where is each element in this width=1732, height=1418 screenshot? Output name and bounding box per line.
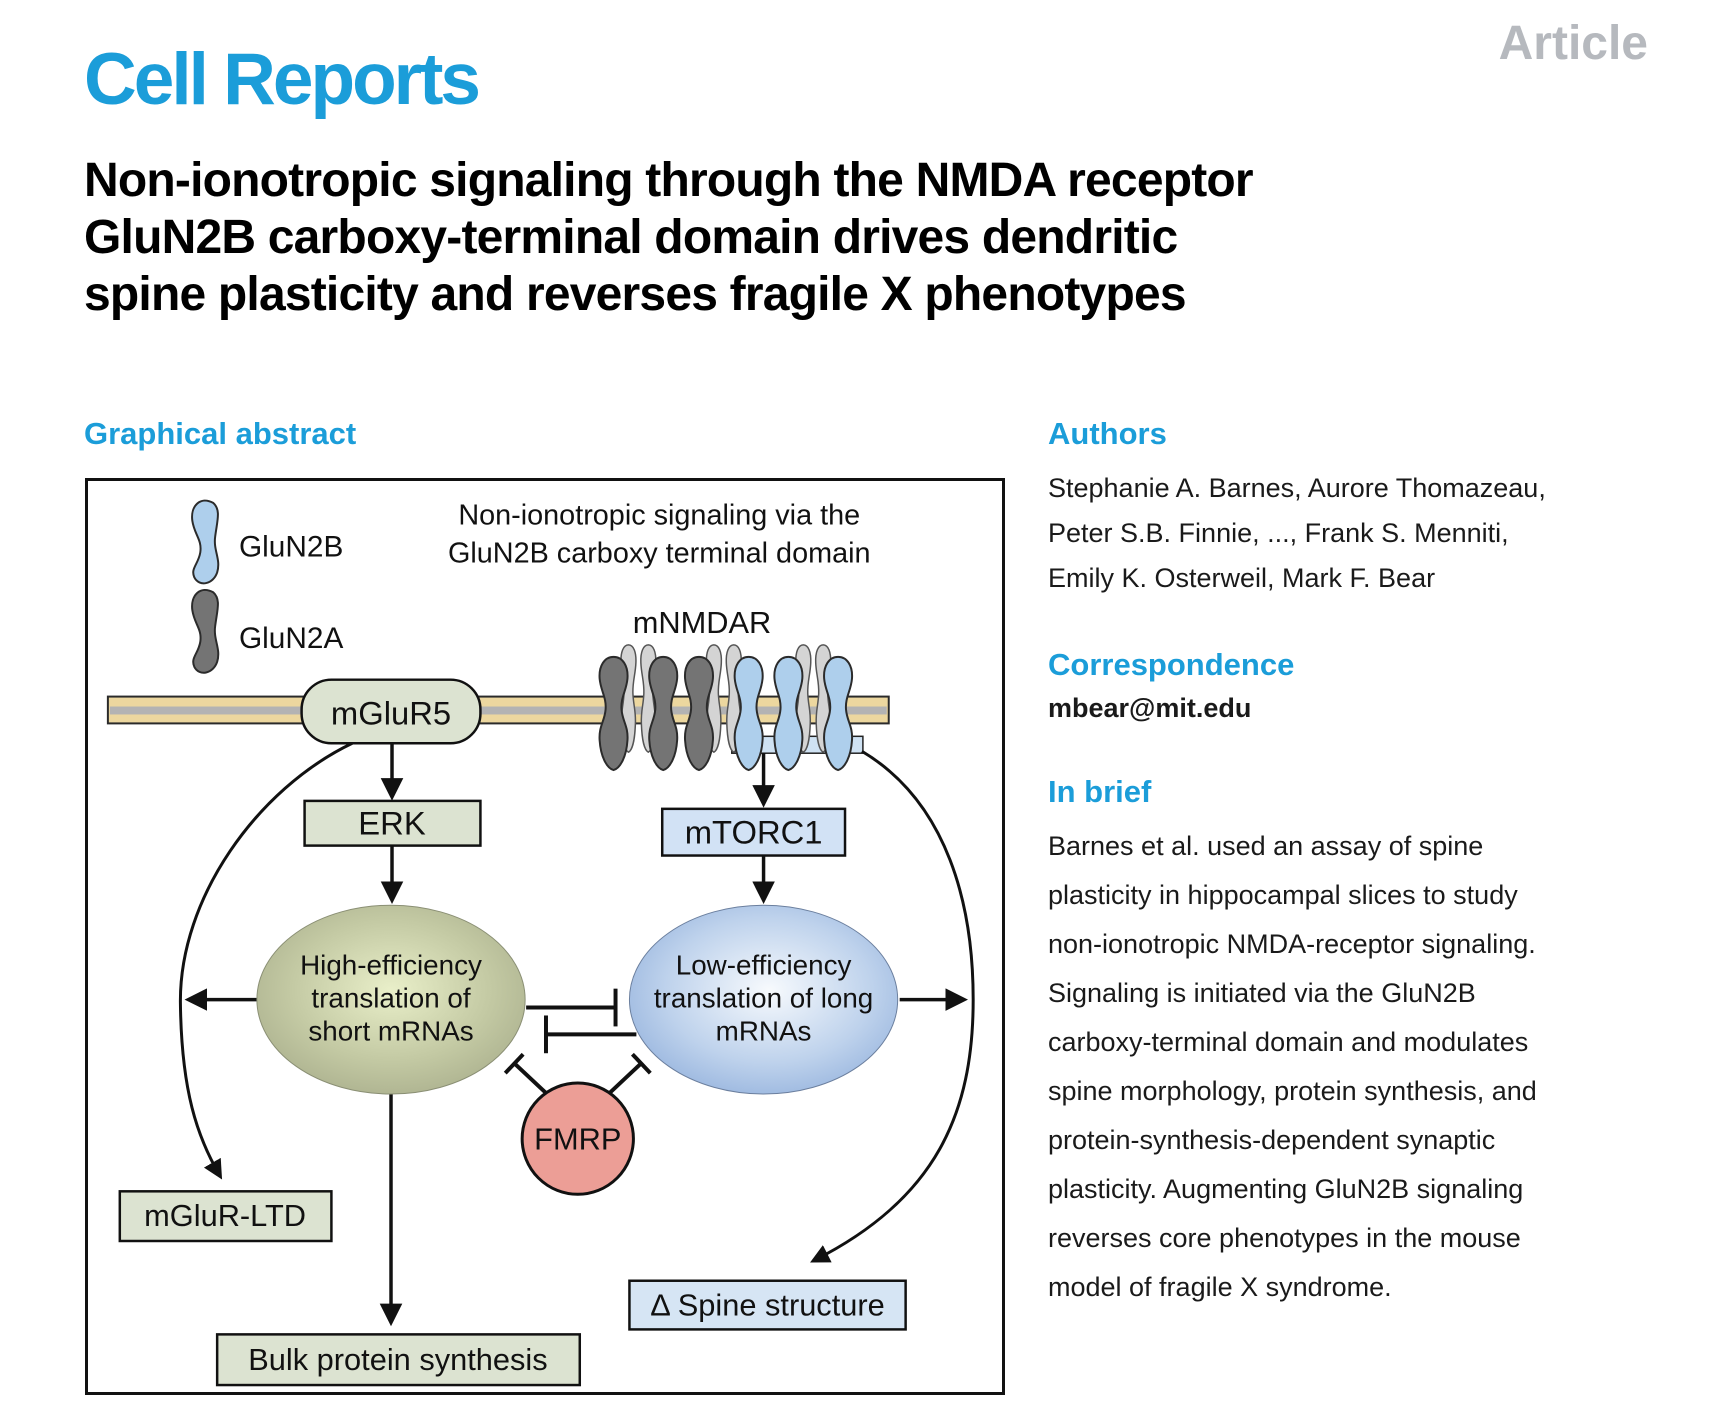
glun2b-legend-icon (191, 499, 220, 585)
author-line: Emily K. Osterweil, Mark F. Bear (1048, 563, 1436, 593)
in-brief-line: carboxy-terminal domain and modulates (1048, 1027, 1529, 1057)
high-efficiency-line: short mRNAs (308, 1015, 473, 1046)
spine-structure-label: Δ Spine structure (650, 1288, 884, 1323)
arrow-mglur5-to-mglur-ltd (178, 741, 353, 1180)
author-line: Peter S.B. Finnie, ..., Frank S. Menniti… (1048, 518, 1509, 548)
author-names: Stephanie A. Barnes, Aurore Thomazeau, P… (1048, 466, 1698, 601)
graphical-abstract-panel: mGluR5 ERK mTORC1 High-efficiency transl… (85, 478, 1005, 1395)
low-efficiency-line: Low-efficiency (676, 950, 852, 981)
high-efficiency-line: High-efficiency (300, 950, 482, 981)
paper-title-line: spine plasticity and reverses fragile X … (84, 268, 1187, 321)
inhibition-low-to-high (544, 1015, 637, 1054)
bulk-protein-synthesis-label: Bulk protein synthesis (248, 1342, 547, 1377)
high-efficiency-line: translation of (311, 983, 470, 1014)
in-brief-line: non-ionotropic NMDA-receptor signaling. (1048, 929, 1536, 959)
diagram-caption-line: GluN2B carboxy terminal domain (448, 537, 871, 569)
low-efficiency-ellipse: Low-efficiency translation of long mRNAs (628, 904, 899, 1095)
in-brief-line: reverses core phenotypes in the mouse (1048, 1223, 1521, 1253)
diagram-caption-line: Non-ionotropic signaling via the (458, 500, 860, 532)
mglur5-label: mGluR5 (331, 694, 451, 731)
mtorc1-node: mTORC1 (660, 807, 847, 857)
mglur-ltd-node: mGluR-LTD (118, 1190, 333, 1243)
in-brief-line: model of fragile X syndrome. (1048, 1272, 1392, 1302)
erk-node: ERK (303, 799, 482, 847)
low-efficiency-line: translation of long (654, 983, 873, 1014)
correspondence-heading: Correspondence (1048, 647, 1295, 682)
mglur5-node: mGluR5 (300, 678, 482, 745)
spine-structure-node: Δ Spine structure (628, 1279, 907, 1331)
bulk-protein-synthesis-node: Bulk protein synthesis (215, 1333, 582, 1387)
fmrp-inhibition-left (503, 1052, 549, 1096)
plasma-membrane (106, 695, 890, 725)
glun2a-legend-icon (191, 589, 220, 674)
graphical-abstract-diagram: mGluR5 ERK mTORC1 High-efficiency transl… (106, 499, 975, 1387)
in-brief-line: plasticity. Augmenting GluN2B signaling (1048, 1174, 1524, 1204)
fmrp-label: FMRP (534, 1122, 621, 1157)
in-brief-line: protein-synthesis-dependent synaptic (1048, 1125, 1496, 1155)
erk-label: ERK (358, 805, 426, 842)
fmrp-node: FMRP (520, 1081, 635, 1196)
in-brief-line: plasticity in hippocampal slices to stud… (1048, 880, 1518, 910)
article-type-label: Article (1498, 17, 1648, 70)
low-efficiency-line: mRNAs (716, 1015, 812, 1046)
in-brief-heading: In brief (1048, 774, 1152, 809)
author-line: Stephanie A. Barnes, Aurore Thomazeau, (1048, 473, 1546, 503)
mnmdar-label: mNMDAR (633, 605, 772, 640)
journal-logo: Cell Reports (84, 39, 481, 120)
in-brief-line: spine morphology, protein synthesis, and (1048, 1076, 1537, 1106)
inhibition-high-to-low (526, 988, 618, 1027)
arrow-scaffold-to-spine-structure (810, 749, 975, 1263)
glun2a-legend-label: GluN2A (239, 622, 343, 655)
in-brief-text: Barnes et al. used an assay of spine pla… (1048, 822, 1698, 1312)
glun2b-legend-label: GluN2B (239, 531, 343, 564)
mtorc1-label: mTORC1 (685, 814, 823, 851)
high-efficiency-ellipse: High-efficiency translation of short mRN… (256, 904, 526, 1095)
in-brief-line: Signaling is initiated via the GluN2B (1048, 978, 1476, 1008)
paper-title: Non-ionotropic signaling through the NMD… (84, 152, 1254, 323)
article-info-column: Authors Stephanie A. Barnes, Aurore Thom… (1048, 416, 1698, 1312)
graphical-abstract-heading: Graphical abstract (84, 416, 357, 451)
paper-title-line: GluN2B carboxy-terminal domain drives de… (84, 211, 1178, 264)
mglur-ltd-label: mGluR-LTD (144, 1198, 306, 1233)
authors-heading: Authors (1048, 416, 1167, 451)
correspondence-email[interactable]: mbear@mit.edu (1048, 693, 1252, 723)
fmrp-inhibition-right (607, 1052, 652, 1096)
paper-title-line: Non-ionotropic signaling through the NMD… (84, 154, 1254, 207)
in-brief-line: Barnes et al. used an assay of spine (1048, 831, 1484, 861)
